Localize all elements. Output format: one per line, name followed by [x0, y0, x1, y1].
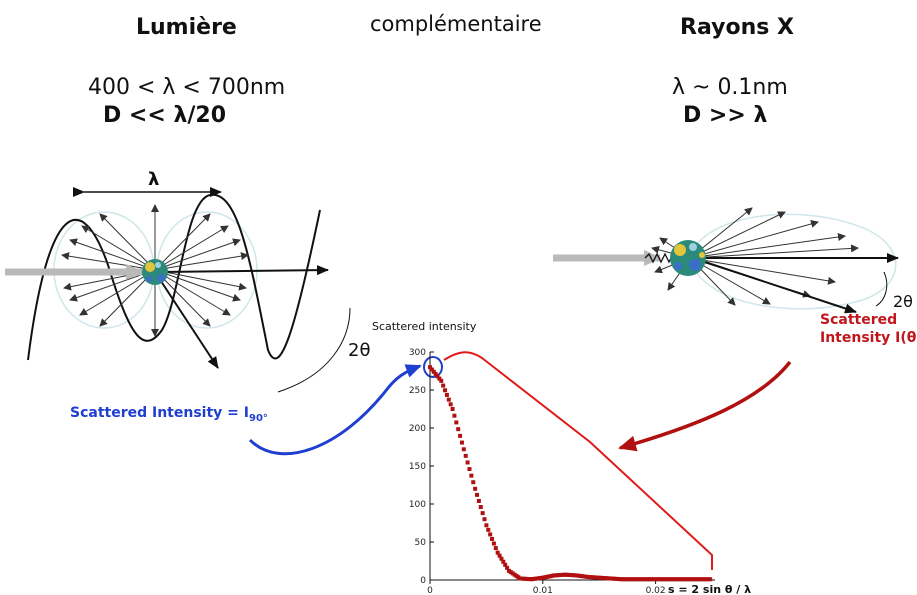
data-points	[428, 365, 713, 582]
scattered-intensity-label-right-line1: Scattered	[820, 312, 898, 328]
x-ticks: 0 0.01 0.02	[427, 580, 666, 595]
data-point	[433, 372, 438, 377]
wavelength-lambda-label: λ	[148, 169, 160, 190]
y-tick-label: 200	[409, 424, 426, 434]
light-scattering-panel	[5, 187, 351, 393]
data-point	[495, 550, 500, 555]
data-point	[459, 440, 464, 445]
data-point	[490, 536, 495, 541]
y-tick-label: 250	[409, 386, 426, 396]
data-point	[448, 402, 453, 407]
data-point	[484, 523, 489, 528]
data-point	[461, 447, 466, 452]
scattered-label-text: Scattered Intensity = I	[70, 405, 249, 421]
data-point	[473, 486, 478, 491]
scattered-ray-left	[154, 271, 219, 369]
data-point	[456, 427, 461, 432]
data-point	[480, 511, 485, 516]
right-size-condition: D >> λ	[683, 103, 768, 128]
data-point	[463, 453, 468, 458]
data-point	[708, 577, 713, 582]
angle-label-right: 2θ	[893, 292, 913, 311]
data-point	[454, 420, 459, 425]
x-axis-label: s = 2 sin θ / λ	[668, 583, 751, 595]
data-point	[505, 565, 510, 570]
data-point	[469, 473, 474, 478]
dipole-lobe-right	[156, 211, 258, 329]
data-point	[482, 517, 487, 522]
light-wave	[27, 193, 321, 361]
angle-label-left: 2θ	[348, 340, 371, 361]
right-wavelength: λ ~ 0.1nm	[672, 75, 788, 100]
data-point	[441, 383, 446, 388]
data-point	[446, 397, 451, 402]
y-tick-label: 50	[415, 538, 427, 548]
data-point	[497, 553, 502, 558]
y-tick-label: 150	[409, 462, 426, 472]
blue-highlight-circle	[423, 356, 443, 378]
data-point	[439, 378, 444, 383]
x-tick-label: 0	[427, 586, 433, 595]
scattered-intensity-chart: 0 50 100 150 200 250 300 0 0.01 0.02 s = 2 sin θ…	[409, 348, 751, 595]
particle-right	[670, 240, 706, 276]
data-point	[435, 374, 440, 379]
data-point	[486, 527, 491, 532]
data-point	[428, 365, 432, 370]
data-point	[444, 392, 449, 397]
data-point	[501, 559, 506, 564]
x-tick-label: 0.02	[646, 586, 666, 595]
scattered-intensity-label-right-line2: Intensity I(θ)	[820, 330, 917, 346]
scattered-ray-right	[704, 261, 857, 314]
data-point	[488, 532, 493, 537]
data-point	[437, 376, 442, 381]
y-tick-label: 100	[409, 500, 426, 510]
data-point	[499, 556, 504, 561]
angle-arc-left	[277, 307, 351, 393]
data-point	[491, 541, 496, 546]
data-point	[429, 367, 434, 372]
data-point	[476, 498, 481, 503]
data-point	[450, 407, 455, 411]
y-tick-label: 300	[409, 348, 426, 358]
data-point	[467, 467, 472, 472]
heading-lumiere: Lumière	[136, 15, 237, 40]
scattered-intensity-label-left: Scattered Intensity = I90°	[70, 405, 268, 424]
red-arrow	[618, 360, 792, 452]
left-wavelength-range: 400 < λ < 700nm	[88, 75, 286, 100]
heading-rayons-x: Rayons X	[680, 15, 794, 40]
transmitted-ray-left	[159, 265, 329, 276]
y-ticks: 0 50 100 150 200 250 300	[409, 348, 434, 586]
data-point	[475, 492, 479, 497]
data-point	[431, 369, 436, 374]
blue-arrow	[248, 364, 422, 456]
data-point	[443, 388, 448, 393]
y-tick-label: 0	[420, 576, 426, 586]
xray-scattering-panel	[553, 207, 899, 314]
red-brace	[443, 351, 713, 570]
chart-title: Scattered intensity	[372, 320, 477, 333]
particle-left	[142, 259, 168, 285]
left-size-condition: D << λ/20	[103, 103, 227, 128]
x-tick-label: 0.01	[533, 586, 553, 595]
xray-lobe	[689, 213, 897, 310]
data-point	[458, 433, 463, 438]
data-point	[471, 480, 476, 485]
data-point	[452, 413, 457, 418]
data-point	[503, 562, 508, 567]
data-point	[493, 546, 498, 551]
data-point	[478, 505, 483, 510]
data-point	[465, 460, 470, 465]
heading-complementaire: complémentaire	[370, 12, 542, 36]
angle-arc-right	[875, 271, 888, 307]
scattered-label-subscript: 90°	[248, 412, 268, 424]
